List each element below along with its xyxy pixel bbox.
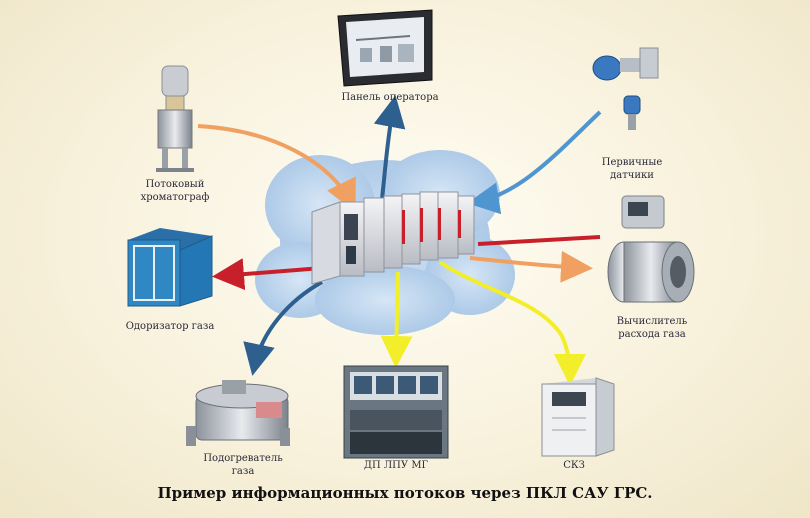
control-room-photo xyxy=(343,365,449,459)
label-chromatograph: Потоковый хроматограф xyxy=(125,178,225,204)
plc-controller-icon xyxy=(311,191,475,285)
flow-meter-icon xyxy=(607,195,695,303)
arrow-plc-to-odorizer xyxy=(212,258,323,291)
label-odorizer: Одоризатор газа xyxy=(125,321,215,332)
label-chromatograph-line1: Потоковый xyxy=(145,179,205,190)
arrow-sensors-to-plc xyxy=(467,110,602,215)
arrow-plc-to-control-room xyxy=(380,271,413,368)
operator-panel-icon xyxy=(337,9,433,87)
chromatograph-icon xyxy=(156,65,194,172)
arrow-plc-to-heater xyxy=(243,280,323,376)
ckz-cabinet-icon xyxy=(541,377,615,457)
arrow-plc-to-operator-panel xyxy=(373,95,406,201)
gas-heater-icon xyxy=(186,380,290,446)
label-flow-meter: Вычислитель расхода газа xyxy=(602,315,702,341)
diagram-caption: Пример информационных потоков через ПКЛ … xyxy=(157,484,653,502)
arrow-plc-to-ckz xyxy=(438,260,586,386)
arrow-chromatograph-to-plc xyxy=(197,124,356,213)
label-primary-sensors: Первичные датчики xyxy=(592,156,672,182)
label-primary-sensors-line2: датчики xyxy=(610,170,654,181)
odorizer-cabinet-icon xyxy=(127,228,213,307)
label-flow-meter-line2: расхода газа xyxy=(618,329,686,340)
arrow-plc-to-flow-meter xyxy=(469,250,593,283)
label-gas-heater-line2: газа xyxy=(231,466,255,477)
label-flow-meter-line1: Вычислитель xyxy=(616,316,688,327)
label-gas-heater-line1: Подогреватель xyxy=(203,453,283,464)
line-flow-meter-to-plc xyxy=(477,235,601,246)
label-control-room: ДП ЛПУ МГ xyxy=(363,460,429,471)
label-ckz: СКЗ xyxy=(563,460,585,471)
label-primary-sensors-line1: Первичные xyxy=(601,157,663,168)
label-gas-heater: Подогреватель газа xyxy=(198,452,288,478)
primary-sensors-icon xyxy=(592,47,659,130)
label-operator-panel: Панель оператора xyxy=(341,92,439,103)
label-chromatograph-line2: хроматограф xyxy=(140,192,210,203)
